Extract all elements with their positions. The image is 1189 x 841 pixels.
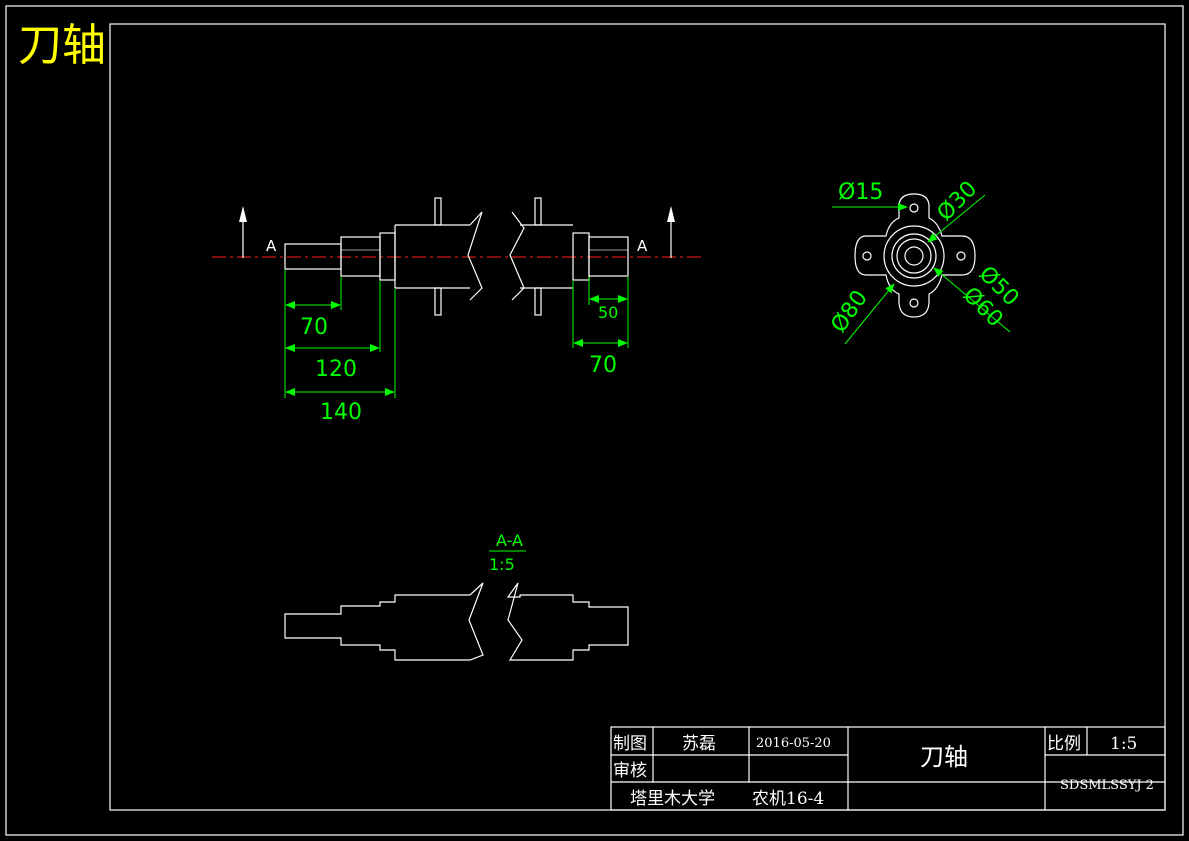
section-letter-right: A (637, 237, 648, 255)
dim-50: 50 (598, 303, 618, 322)
dim-70-right: 70 (589, 353, 617, 378)
dim-140: 140 (320, 400, 362, 425)
scale-value: 1:5 (1110, 734, 1137, 754)
review-label: 审核 (613, 761, 647, 781)
section-letter-left: A (266, 237, 277, 255)
scale-label: 比例 (1047, 734, 1081, 754)
title-block: 制图 苏磊 2016-05-20 审核 刀轴 比例 1:5 塔里木大学 农机16… (610, 726, 1166, 811)
section-marker-left: A (239, 206, 277, 258)
part-name: 刀轴 (920, 743, 968, 771)
school-name: 塔里木大学 (630, 789, 715, 809)
shaft-side-view (854, 193, 976, 318)
dim-d80: Ø80 (826, 286, 872, 337)
section-marker-right: A (637, 206, 675, 258)
dim-d15: Ø15 (838, 180, 883, 205)
dim-70-left: 70 (300, 315, 328, 340)
section-name: A-A (496, 531, 523, 550)
front-dimensions: 70 120 140 50 70 (284, 270, 629, 425)
corner-title: 刀轴 (18, 20, 106, 71)
section-aa-label: A-A 1:5 (489, 531, 526, 574)
dim-120: 120 (315, 357, 357, 382)
outer-frame (5, 5, 1184, 836)
drawn-label: 制图 (613, 734, 647, 754)
side-dimensions: Ø15 Ø30 Ø80 Ø50 Ø60 (826, 177, 1023, 345)
shaft-front-view (212, 197, 705, 316)
drawing-date: 2016-05-20 (756, 736, 831, 751)
section-scale: 1:5 (489, 555, 515, 574)
class-name: 农机16-4 (752, 789, 824, 809)
drawn-by: 苏磊 (682, 734, 716, 754)
dim-d30: Ø30 (933, 177, 983, 227)
drawing-number: SDSMLSSYJ 2 (1060, 778, 1154, 793)
inner-frame (109, 23, 1166, 811)
section-aa-view (284, 582, 629, 661)
